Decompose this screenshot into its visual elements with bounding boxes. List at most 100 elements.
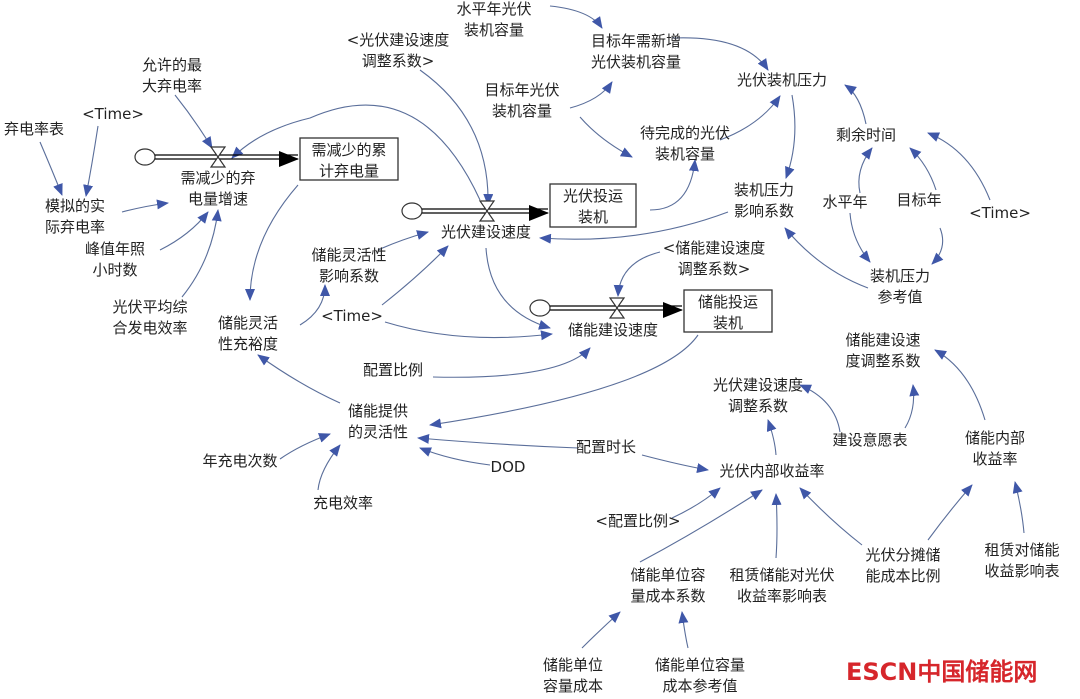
causal-arrow <box>785 94 796 179</box>
valve-icon <box>608 297 626 319</box>
variable-pv-eff: 光伏平均综合发电效率 <box>112 298 187 337</box>
cloud-icon <box>134 148 156 166</box>
variable-es-flex: 储能提供的灵活性 <box>348 402 408 441</box>
variable-charge-eff: 充电效率 <box>313 494 373 512</box>
cloud-icon <box>529 299 551 317</box>
variable-base-pv-cap: 水平年光伏装机容量 <box>456 0 531 39</box>
variable-es-unit-cost: 储能单位容量成本 <box>543 656 603 695</box>
flow-pipe-2 <box>401 200 549 222</box>
variable-sim-actual: 模拟的实际弃电率 <box>45 197 105 236</box>
variable-target-year: 目标年 <box>896 191 941 209</box>
causal-arrow <box>771 493 782 559</box>
causal-arrow <box>927 132 991 201</box>
flow-pipe-1 <box>134 146 299 168</box>
causal-arrow <box>549 5 603 29</box>
causal-arrow <box>719 95 781 141</box>
causal-arrow <box>417 433 579 449</box>
variable-pv-pressure: 光伏装机压力 <box>737 71 827 89</box>
causal-arrow <box>317 444 341 491</box>
causal-arrow <box>429 334 699 429</box>
svg-text:需减少的累计弃电量: 需减少的累计弃电量 <box>311 141 386 180</box>
causal-arrow <box>849 212 871 263</box>
causal-arrow <box>419 447 491 466</box>
causal-arrow <box>384 321 553 341</box>
causal-arrow <box>485 247 551 330</box>
causal-arrow <box>159 211 209 251</box>
variable-lease-pv-table: 租赁储能对光伏收益率影响表 <box>729 566 834 605</box>
causal-arrow <box>579 116 633 158</box>
variable-time1: <Time> <box>82 105 144 123</box>
causal-arrow <box>844 84 867 125</box>
causal-arrow <box>858 147 873 194</box>
valve-icon <box>478 200 496 222</box>
variable-duration: 配置时长 <box>576 438 636 456</box>
variable-reduce-rate: 需减少的弃电量增速 <box>180 169 255 208</box>
svg-text:储能投运装机: 储能投运装机 <box>698 293 758 332</box>
causal-arrow <box>381 245 449 306</box>
variable-will-table: 建设意愿表 <box>832 431 907 449</box>
valve-icon <box>209 146 227 168</box>
variable-remain-time: 剩余时间 <box>836 126 896 144</box>
variable-allowed-max: 允许的最大弃电率 <box>142 56 202 95</box>
variable-pv-adj: 光伏建设速度调整系数 <box>713 376 803 415</box>
causal-arrow <box>799 487 863 546</box>
variable-es-adj: 储能建设速度调整系数 <box>845 331 920 370</box>
causal-arrow <box>174 94 213 149</box>
variable-target-pv-cap: 目标年光伏装机容量 <box>484 81 559 120</box>
causal-arrow <box>569 81 613 109</box>
variable-es-adj-shadow: <储能建设速度调整系数> <box>663 239 766 278</box>
causal-arrow <box>934 349 986 421</box>
variable-pressure-ref: 装机压力参考值 <box>870 267 930 306</box>
causal-arrow <box>231 104 481 201</box>
causal-arrow <box>613 251 661 297</box>
causal-arrow <box>581 611 621 649</box>
causal-arrow <box>83 125 99 197</box>
causal-arrow <box>121 199 169 213</box>
variable-target-new-cap: 目标年需新增光伏装机容量 <box>591 32 681 71</box>
causal-arrow <box>799 384 841 433</box>
variable-pv-share: 光伏分摊储能成本比例 <box>865 546 940 585</box>
causal-arrow <box>257 354 341 404</box>
svg-text:光伏投运装机: 光伏投运装机 <box>563 187 623 226</box>
causal-arrow <box>181 209 222 298</box>
causal-arrow <box>671 487 721 519</box>
causal-arrow <box>299 284 330 326</box>
causal-arrow <box>419 69 494 206</box>
causal-arrow <box>649 159 699 211</box>
causal-arrow <box>279 433 331 460</box>
causal-arrow <box>671 37 769 71</box>
causal-arrow <box>641 454 709 473</box>
causal-arrow <box>766 419 777 456</box>
variable-peak-hours: 峰值年照小时数 <box>85 240 145 279</box>
variable-lease-es-table: 租赁对储能收益影响表 <box>984 541 1059 580</box>
variable-base-year: 水平年 <box>822 193 867 211</box>
causal-arrow <box>909 147 937 191</box>
variable-dod: DOD <box>491 458 526 476</box>
causal-arrow <box>245 184 299 301</box>
causal-arrow <box>39 141 63 196</box>
variable-time3: <Time> <box>321 307 383 325</box>
flow-pipe-3 <box>529 297 683 319</box>
variable-flex-coef: 储能灵活性影响系数 <box>311 246 386 285</box>
variable-pv-speed: 光伏建设速度 <box>441 223 531 241</box>
variable-es-speed: 储能建设速度 <box>568 321 658 339</box>
variable-time2: <Time> <box>969 204 1031 222</box>
causal-arrow <box>639 489 763 563</box>
causal-arrow <box>931 227 944 265</box>
cloud-icon <box>401 202 423 220</box>
variable-pv-adj-shadow: <光伏建设速度调整系数> <box>347 31 450 70</box>
causal-arrow <box>1012 481 1025 534</box>
stock-pv-installed: 光伏投运装机 <box>549 183 637 228</box>
variable-pending-cap: 待完成的光伏装机容量 <box>640 124 730 163</box>
causal-arrow <box>927 484 973 541</box>
variable-es-cost-ref: 储能单位容量成本参考值 <box>655 656 745 695</box>
stock-cum-reduce: 需减少的累计弃电量 <box>299 137 399 181</box>
variable-abandon-table: 弃电率表 <box>4 120 64 138</box>
causal-arrow <box>377 230 429 251</box>
causal-arrow <box>904 384 920 429</box>
variable-es-cost-coef: 储能单位容量成本系数 <box>630 566 705 605</box>
variable-ratio-shadow: <配置比例> <box>595 512 680 530</box>
variable-pressure-coef: 装机压力影响系数 <box>734 181 794 220</box>
